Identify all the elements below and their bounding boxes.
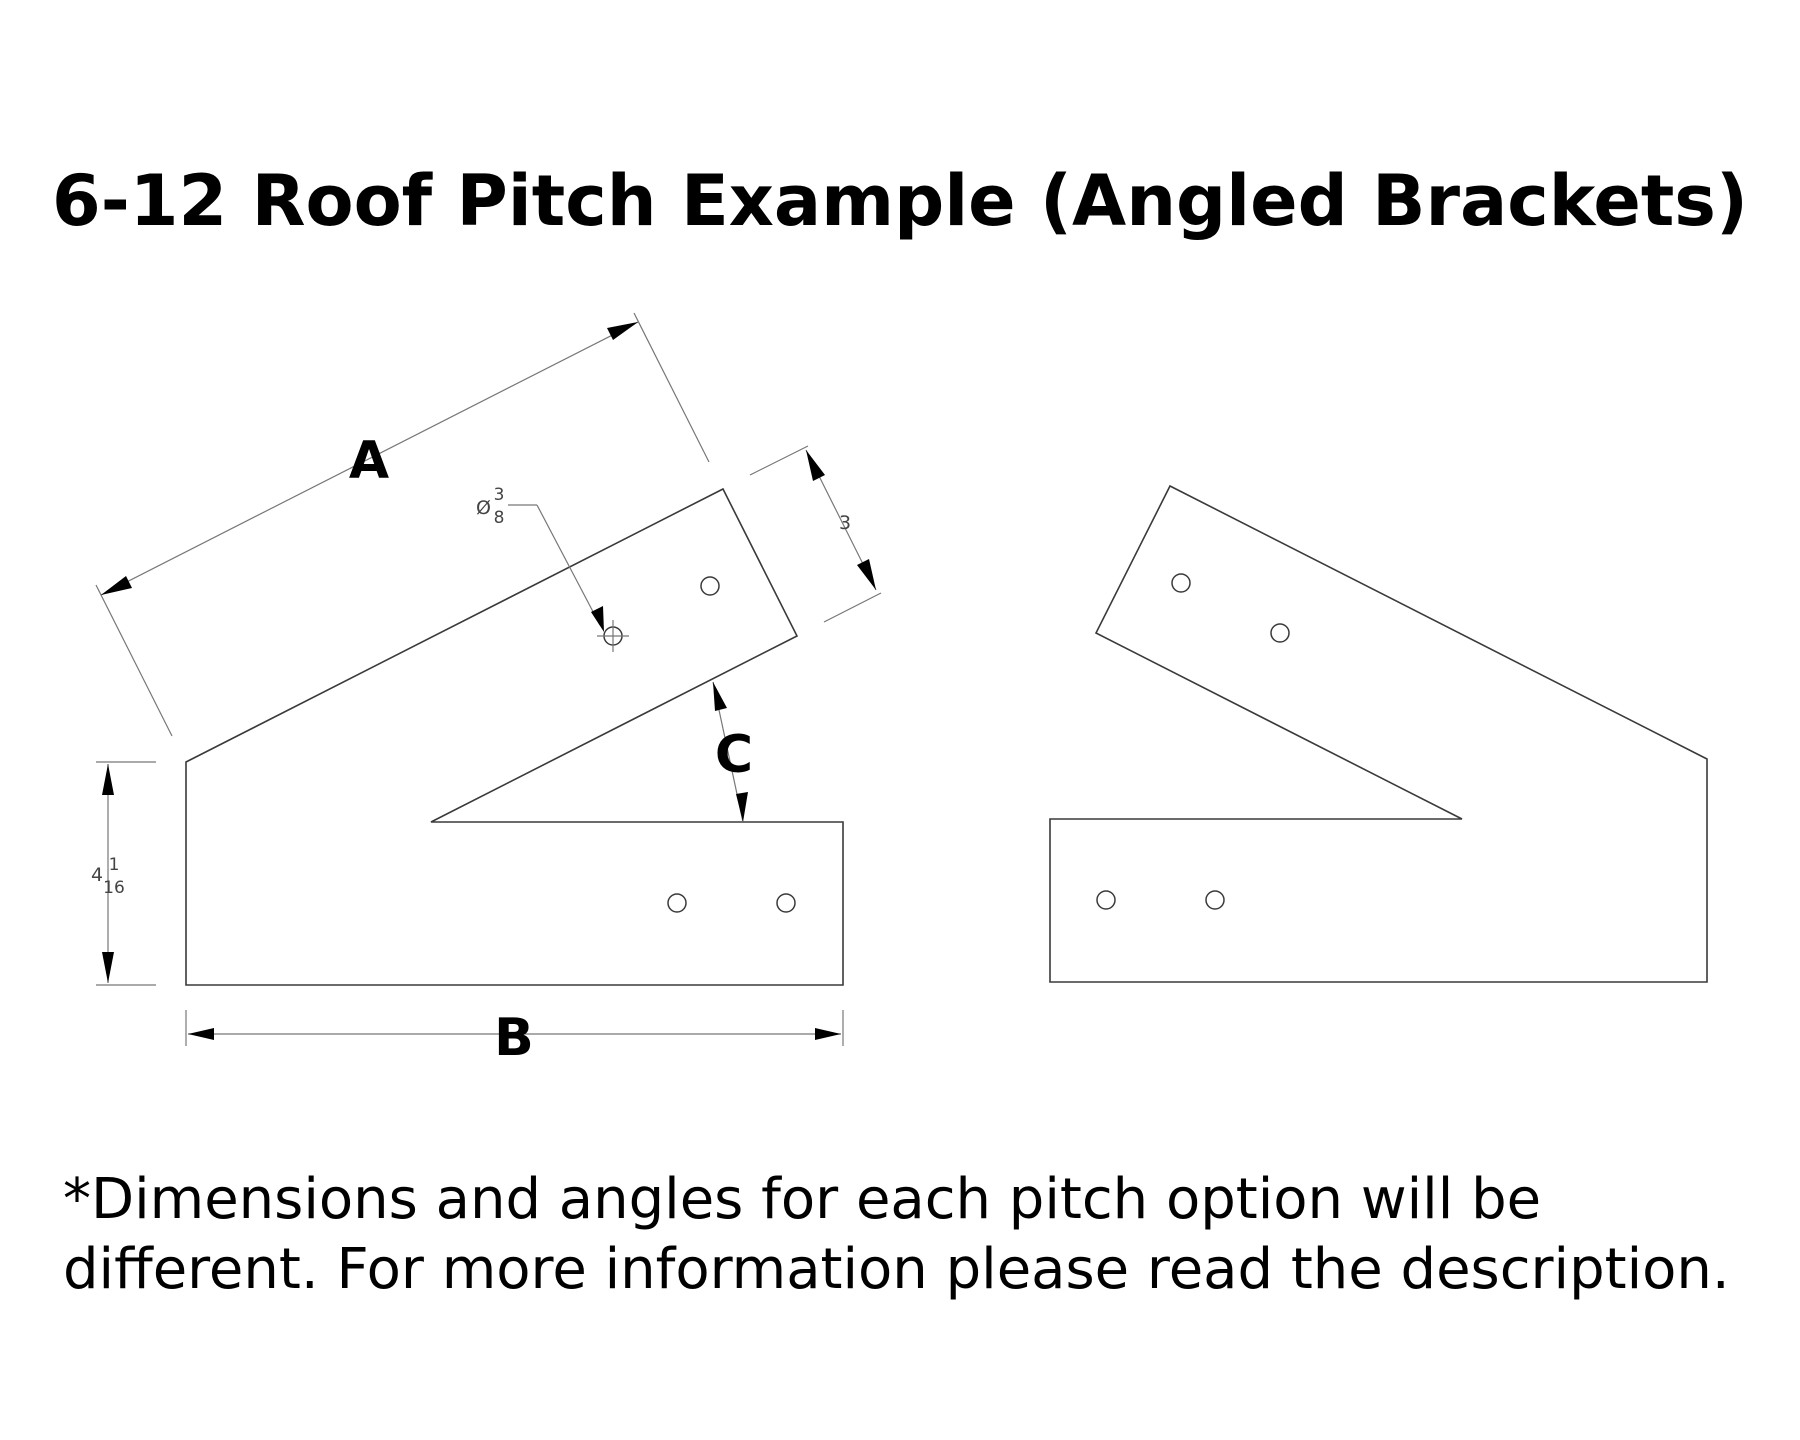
height-denominator: 16: [103, 878, 125, 898]
right-upper-hole-2: [1270, 623, 1290, 643]
page-title: 6-12 Roof Pitch Example (Angled Brackets…: [52, 160, 1748, 242]
left-lower-hole-1: [667, 893, 687, 913]
right-upper-hole-1: [1171, 573, 1191, 593]
height-numerator: 1: [109, 855, 120, 875]
hole-callout: Ø 3 8: [476, 485, 604, 632]
right-bracket-outline: [1049, 484, 1708, 983]
label-b: B: [494, 1008, 534, 1068]
dim-b-arrow-left: [188, 1028, 214, 1040]
dim-height-arrow-bottom: [102, 952, 114, 983]
right-lower-hole-1: [1096, 890, 1116, 910]
dim-height-arrow-top: [102, 764, 114, 795]
left-lower-hole-2: [776, 893, 796, 913]
height-whole: 4: [91, 864, 103, 886]
right-bracket: [1049, 484, 1708, 983]
dim-a-arrow-left: [101, 576, 132, 595]
width-value: 3: [839, 512, 851, 534]
hole-diameter-numerator: 3: [494, 485, 505, 505]
dim-c-arrow-top: [713, 682, 727, 711]
dimension-b: B: [185, 1008, 844, 1068]
label-c: C: [715, 725, 753, 785]
footnote-line-1: *Dimensions and angles for each pitch op…: [63, 1167, 1542, 1232]
label-a: A: [349, 431, 389, 491]
left-bracket: [185, 487, 844, 986]
left-upper-hole-1: [700, 576, 720, 596]
footnote: *Dimensions and angles for each pitch op…: [63, 1165, 1783, 1305]
footnote-line-2: different. For more information please r…: [63, 1237, 1730, 1302]
hole-callout-arrow: [591, 606, 604, 632]
right-lower-hole-2: [1205, 890, 1225, 910]
dimension-height: 4 1 16: [91, 761, 156, 986]
dimension-width: 3: [749, 445, 882, 623]
dim-a-arrow-right: [607, 322, 638, 340]
left-bracket-outline: [185, 487, 844, 986]
hole-diameter-denominator: 8: [494, 508, 505, 528]
hole-diameter-symbol: Ø: [476, 497, 491, 519]
dimension-a: A: [95, 312, 710, 737]
dim-b-arrow-right: [815, 1028, 841, 1040]
dim-width-arrow-bottom: [857, 559, 876, 590]
dim-width-arrow-top: [806, 450, 825, 481]
dim-c-arrow-bottom: [736, 792, 748, 822]
dimension-c: C: [712, 681, 753, 823]
